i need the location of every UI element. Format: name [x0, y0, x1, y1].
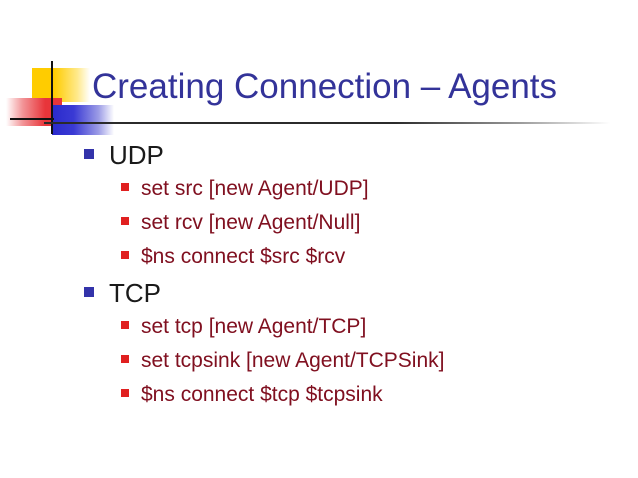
bullet-level2-item: set tcpsink [new Agent/TCPSink] — [84, 348, 624, 382]
square-bullet-icon — [121, 355, 129, 363]
square-bullet-icon — [121, 217, 129, 225]
bullet-level1-udp: UDP — [84, 140, 624, 176]
bullet-label: $ns connect $tcp $tcpsink — [141, 383, 383, 406]
bullet-label: TCP — [109, 278, 161, 308]
square-bullet-icon — [121, 251, 129, 259]
square-bullet-icon — [121, 321, 129, 329]
bullet-level2-item: set src [new Agent/UDP] — [84, 176, 624, 210]
logo-horizontal-line — [10, 118, 54, 120]
bullet-level2-item: set rcv [new Agent/Null] — [84, 210, 624, 244]
slide-body-list: UDP set src [new Agent/UDP] set rcv [new… — [84, 140, 624, 416]
logo-yellow-square — [32, 68, 90, 102]
square-bullet-icon — [84, 287, 94, 297]
bullet-level1-tcp: TCP — [84, 278, 624, 314]
slide-title: Creating Connection – Agents — [92, 67, 558, 106]
square-bullet-icon — [84, 149, 94, 159]
bullet-level2-item: $ns connect $tcp $tcpsink — [84, 382, 624, 416]
bullet-label: set tcpsink [new Agent/TCPSink] — [141, 349, 445, 372]
title-divider — [44, 122, 610, 124]
square-bullet-icon — [121, 389, 129, 397]
bullet-label: set rcv [new Agent/Null] — [141, 211, 361, 234]
logo-blue-square — [52, 105, 114, 135]
bullet-label: UDP — [109, 140, 164, 170]
bullet-level2-item: set tcp [new Agent/TCP] — [84, 314, 624, 348]
logo-vertical-line — [51, 61, 53, 134]
slide-decoration-logo — [0, 55, 120, 140]
bullet-label: set tcp [new Agent/TCP] — [141, 315, 367, 338]
bullet-level2-item: $ns connect $src $rcv — [84, 244, 624, 278]
bullet-label: set src [new Agent/UDP] — [141, 177, 369, 200]
square-bullet-icon — [121, 183, 129, 191]
bullet-label: $ns connect $src $rcv — [141, 245, 346, 268]
